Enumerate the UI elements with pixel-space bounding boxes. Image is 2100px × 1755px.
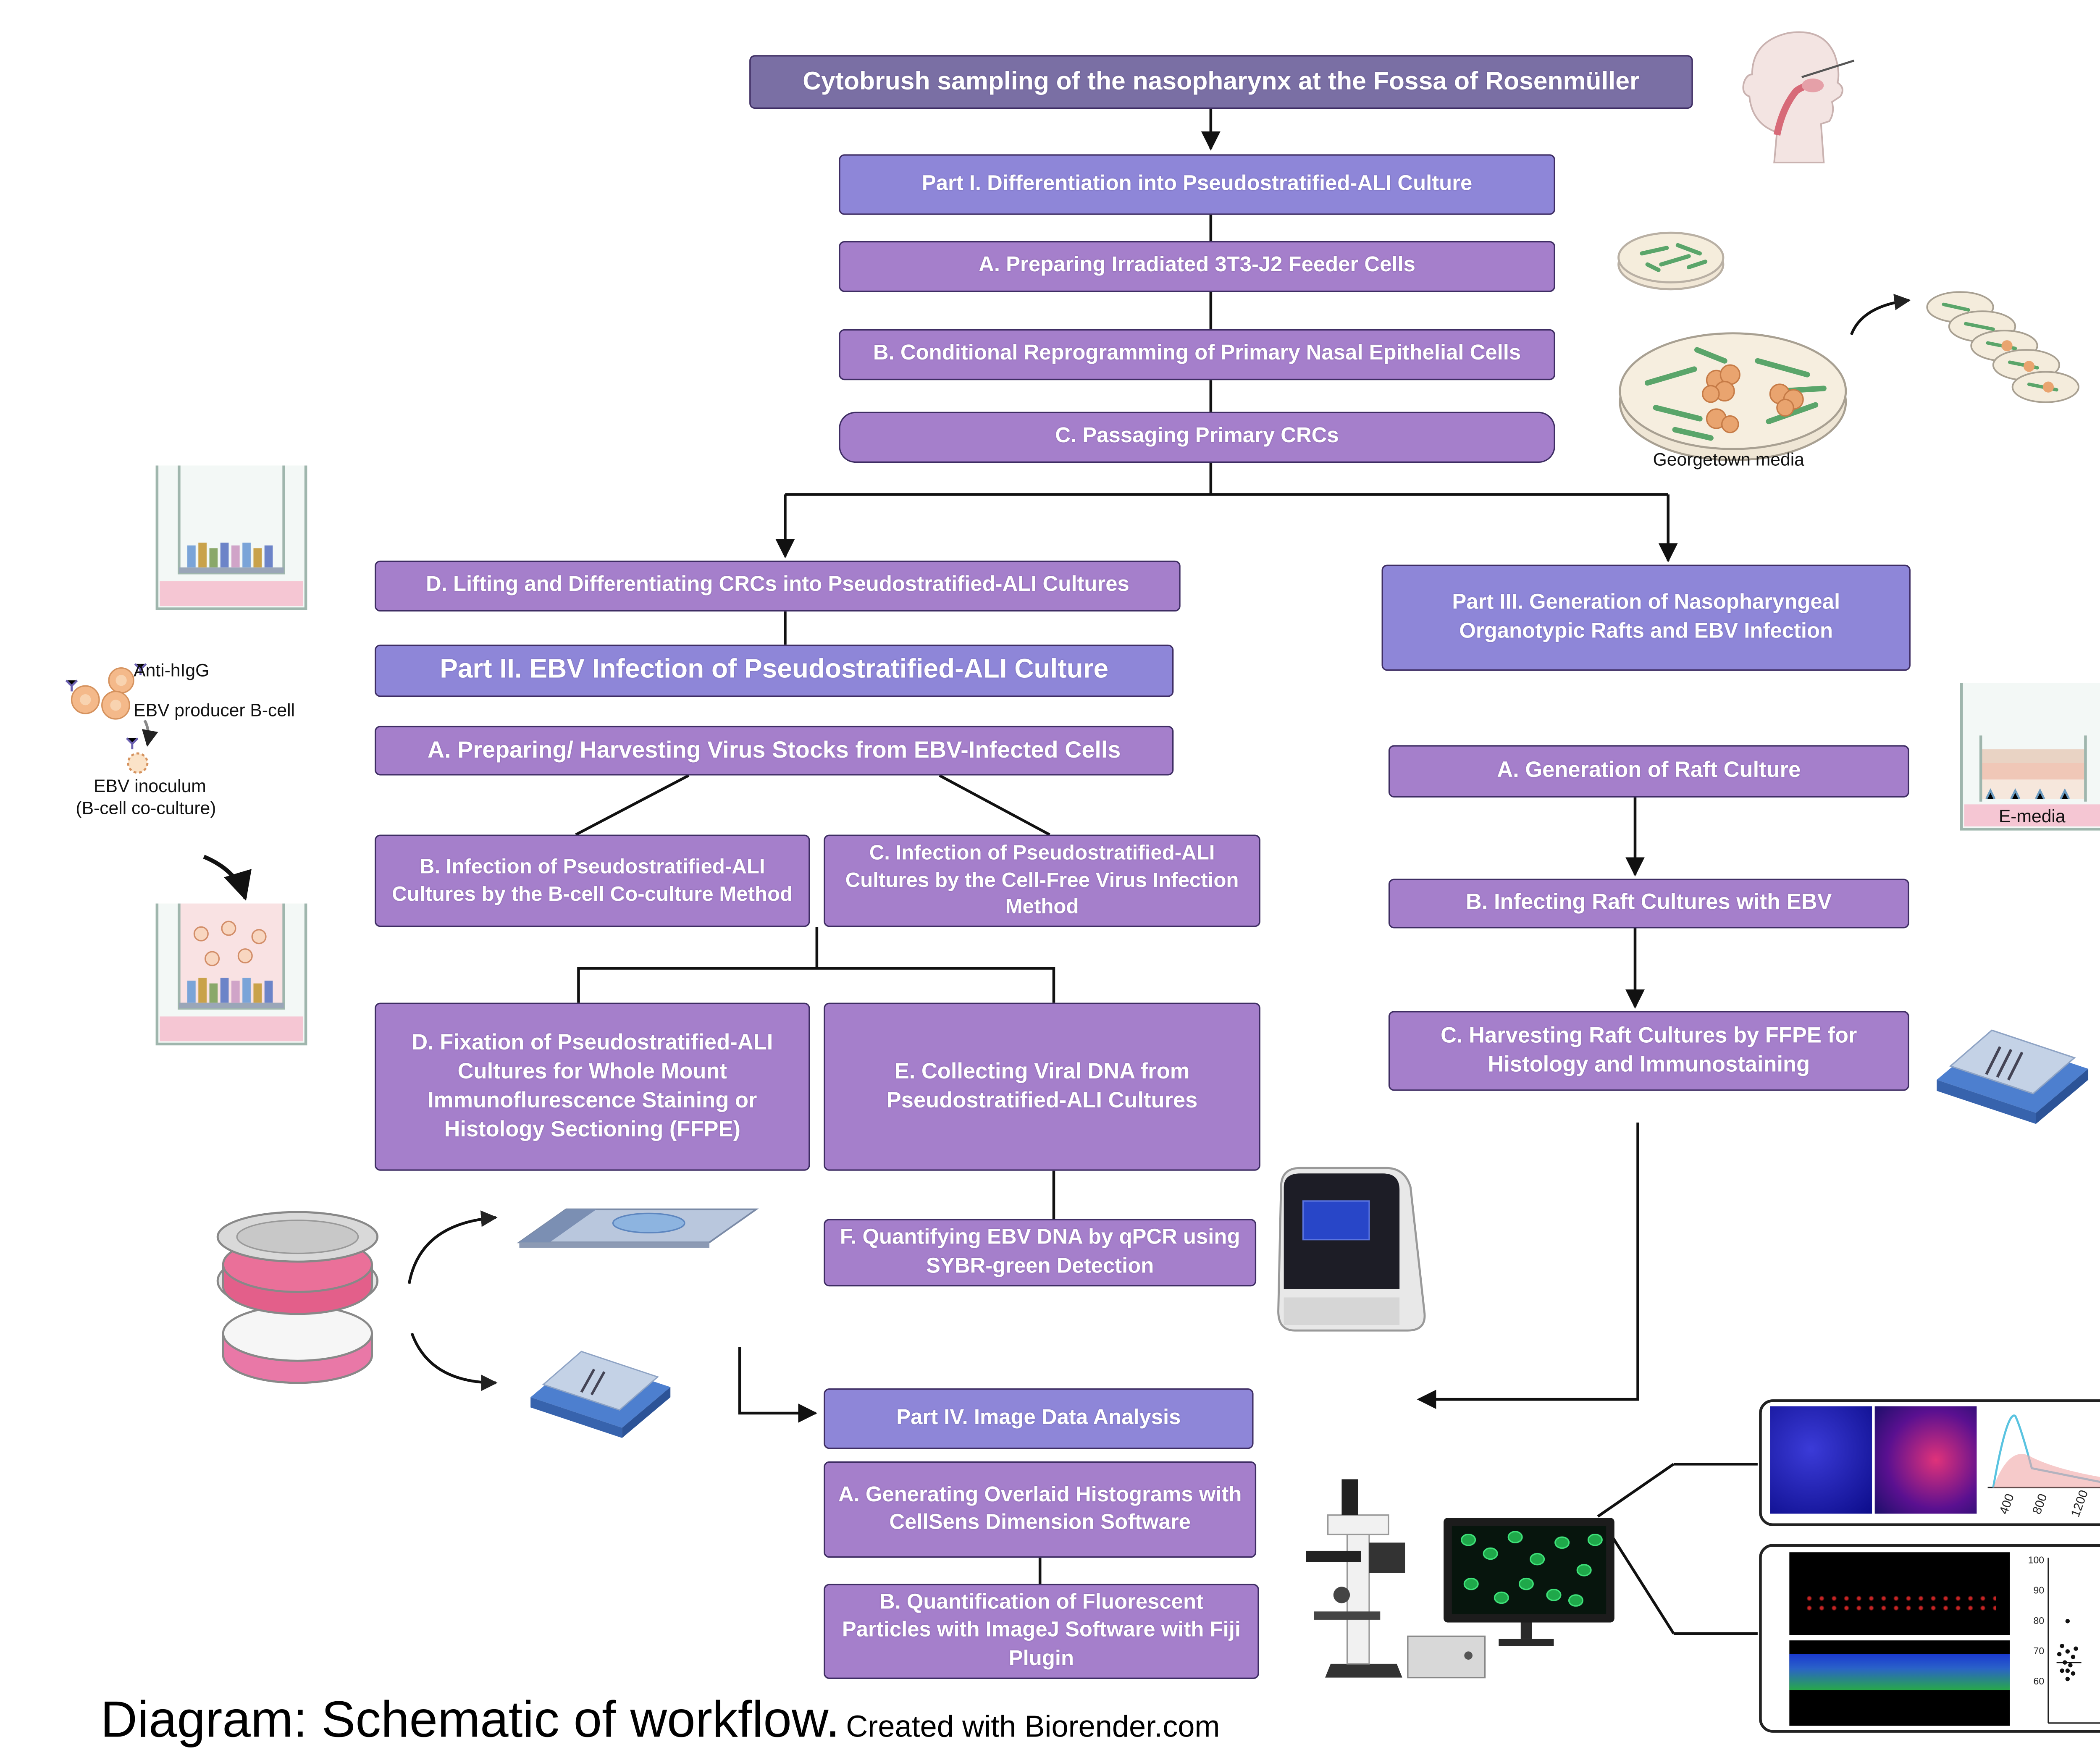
georgetown-media-label: Georgetown media xyxy=(1653,449,1804,470)
fluorescent-particle-dot-plot: 100 90 80 70 60 xyxy=(2028,1554,2100,1724)
part1-step-a-box: A. Preparing Irradiated 3T3-J2 Feeder Ce… xyxy=(839,241,1555,292)
part3-title-box: Part III. Generation of Nasopharyngeal O… xyxy=(1381,564,1911,671)
part1-step-d-box: D. Lifting and Differentiating CRCs into… xyxy=(375,560,1181,612)
bcell-coculture-transwell-illustration xyxy=(155,903,307,1046)
plot-tick-100: 100 xyxy=(2028,1554,2044,1565)
part4-step-b-box: B. Quantification of Fluorescent Particl… xyxy=(824,1584,1259,1679)
part2-title-box: Part II. EBV Infection of Pseudostratifi… xyxy=(375,644,1174,697)
part4-title-box: Part IV. Image Data Analysis xyxy=(824,1388,1254,1449)
nasopharynx-head-illustration xyxy=(1742,31,1855,163)
part1-step-b-box: B. Conditional Reprogramming of Primary … xyxy=(839,329,1555,380)
part3-step-b-box: B. Infecting Raft Cultures with EBV xyxy=(1388,879,1909,929)
part2-step-a-box: A. Preparing/ Harvesting Virus Stocks fr… xyxy=(375,726,1174,776)
histogram-panel: 400 800 1200 xyxy=(1759,1399,2100,1526)
ali-transwell-insert-illustration xyxy=(155,465,307,610)
plot-tick-80: 80 xyxy=(2034,1615,2045,1626)
tissue-cassette-right-illustration xyxy=(1937,1029,2089,1124)
caption-main: Diagram: Schematic of workflow. xyxy=(100,1691,840,1748)
part1-step-c-box: C. Passaging Primary CRCs xyxy=(839,412,1555,463)
microscope-slide-illustration xyxy=(517,1208,759,1248)
red-fluorescence-image xyxy=(1789,1552,2010,1635)
top-box-cytobrush-sampling: Cytobrush sampling of the nasopharynx at… xyxy=(749,55,1693,109)
caption-credit: Created with Biorender.com xyxy=(846,1709,1220,1744)
part3-step-c-box: C. Harvesting Raft Cultures by FFPE for … xyxy=(1388,1011,1909,1091)
overlaid-histogram-chart: 400 800 1200 xyxy=(1987,1414,2100,1519)
diagram-caption: Diagram: Schematic of workflow. Created … xyxy=(100,1691,1220,1749)
hist-tick-800: 800 xyxy=(2030,1492,2050,1516)
part1-title-box: Part I. Differentiation into Pseudostrat… xyxy=(839,154,1555,215)
anti-higg-label: Anti-hIgG xyxy=(134,659,210,681)
quantification-panel: 100 90 80 70 60 xyxy=(1759,1544,2100,1733)
ebv-inoculum-label: EBV inoculum xyxy=(94,775,206,796)
part2-step-e-box: E. Collecting Viral DNA from Pseudostrat… xyxy=(824,1002,1260,1171)
part2-step-c-box: C. Infection of Pseudostratified-ALI Cul… xyxy=(824,834,1260,927)
plot-tick-70: 70 xyxy=(2034,1645,2045,1656)
part2-step-d-box: D. Fixation of Pseudostratified-ALI Cult… xyxy=(375,1002,810,1171)
merged-fluorescence-image xyxy=(1789,1640,2010,1726)
part2-step-f-box: F. Quantifying EBV DNA by qPCR using SYB… xyxy=(824,1219,1257,1287)
e-media-label: E-media xyxy=(1998,805,2066,826)
feeder-cell-dish-illustration xyxy=(1617,231,1725,291)
ebv-inoculum-subtitle: (B-cell co-culture) xyxy=(76,797,216,818)
part3-step-a-box: A. Generation of Raft Culture xyxy=(1388,745,1909,797)
qpcr-machine-illustration xyxy=(1277,1167,1426,1332)
hist-tick-1200: 1200 xyxy=(2068,1488,2091,1519)
hist-tick-400: 400 xyxy=(1997,1492,2017,1516)
ebv-producer-bcell-label: EBV producer B-cell xyxy=(134,700,295,721)
tissue-cassette-left-illustration xyxy=(530,1351,671,1438)
plot-tick-90: 90 xyxy=(2034,1585,2045,1596)
crc-culture-dish-illustration xyxy=(1619,332,1847,461)
passaged-dishes-stack-illustration xyxy=(1926,291,2080,403)
fluorescence-microscope-illustration xyxy=(1306,1479,1614,1679)
plot-tick-60: 60 xyxy=(2034,1676,2045,1687)
petri-dish-stack-illustration xyxy=(216,1211,379,1384)
overlay-image xyxy=(1874,1406,1977,1514)
dapi-image xyxy=(1770,1406,1872,1514)
part2-step-b-box: B. Infection of Pseudostratified-ALI Cul… xyxy=(375,834,810,927)
part4-step-a-box: A. Generating Overlaid Histograms with C… xyxy=(824,1461,1257,1558)
